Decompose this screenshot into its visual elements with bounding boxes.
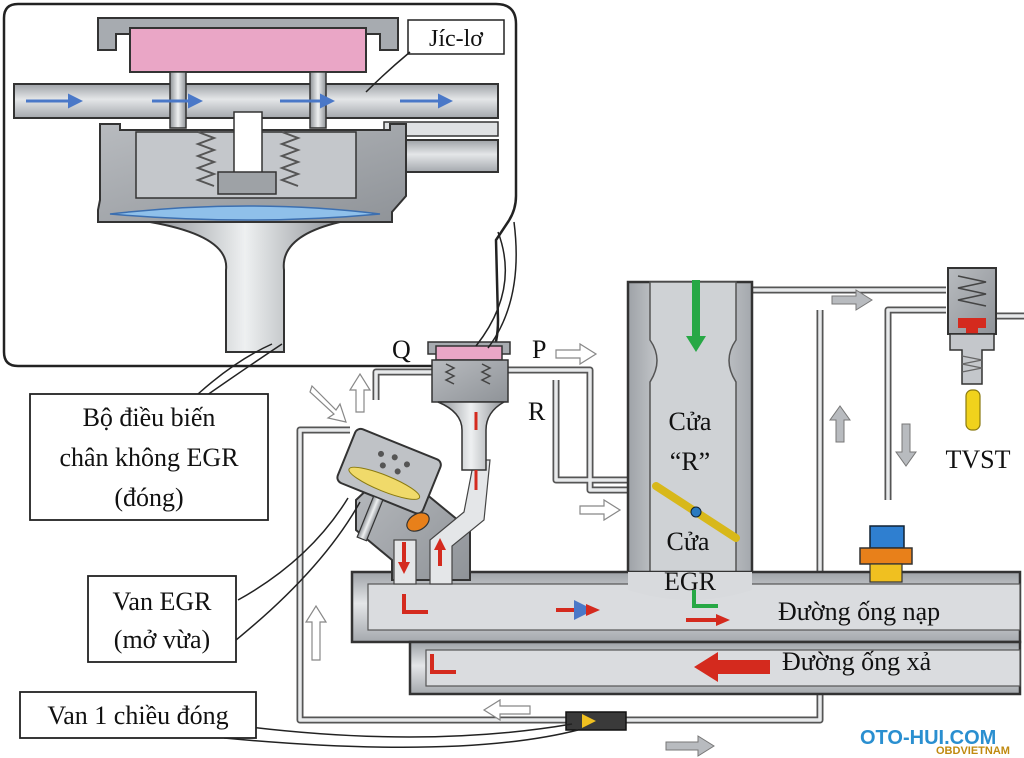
egr-diaphragm-housing: [336, 427, 442, 542]
detail-spring-left: [195, 131, 217, 187]
detail-plunger-base: [217, 171, 277, 195]
detail-pink-diaphragm: [129, 27, 367, 73]
egr-valve-callout-line2: (mở vừa): [114, 625, 210, 654]
jiclo-label-box: [407, 19, 505, 55]
port-q-label: Q: [392, 335, 411, 364]
port-r-name-line1: Cửa: [669, 407, 712, 436]
egr-valve-callout-box: [87, 575, 237, 663]
check-valve-callout: Van 1 chiều đóng: [47, 701, 228, 730]
detail-plunger: [233, 111, 263, 183]
modulator-callout-line3: (đóng): [114, 483, 183, 512]
intake-manifold-label: Đường ống nạp: [778, 597, 940, 626]
port-r-label: R: [528, 397, 546, 426]
detail-diaphragm: [109, 205, 381, 221]
port-r-name-line2: “R”: [670, 447, 710, 476]
air-flow-arrow-down: [686, 280, 706, 352]
flow-arrows: [304, 280, 917, 757]
tvst-thermo-element: [965, 389, 981, 431]
port-egr-name-line1: Cửa: [667, 527, 710, 556]
port-egr-name-line2: EGR: [664, 567, 717, 596]
modulator-detail-callout: Jíc-lơ: [2, 2, 518, 368]
egr-passage-right: [429, 459, 491, 585]
egr-valve-plug: [406, 512, 430, 532]
jiclo-leader: [365, 51, 411, 93]
intake-sensor: [859, 525, 913, 583]
tvst-label: TVST: [946, 445, 1011, 474]
check-valve: [565, 711, 627, 731]
modulator-callout-box: [29, 393, 269, 521]
jiclo-label: Jíc-lơ: [429, 26, 483, 52]
exhaust-manifold-label: Đường ống xả: [782, 647, 932, 676]
port-p-label: P: [532, 335, 546, 364]
modulator-callout-line2: chân không EGR: [59, 443, 239, 472]
tvst-switch: [947, 267, 997, 431]
modulator-pink-diaphragm: [435, 345, 503, 361]
exhaust-flow-arrow: [694, 652, 770, 682]
detail-spring-right: [279, 131, 301, 187]
throttle-shaft: [690, 506, 702, 518]
watermark-sub: OBDVIETNAM: [936, 745, 1010, 757]
check-valve-callout-box: [19, 691, 257, 739]
modulator-callout-line1: Bộ điều biến: [83, 403, 216, 432]
egr-modulator: [427, 341, 511, 471]
egr-valve-callout-line1: Van EGR: [113, 587, 213, 616]
watermark-brand: OTO-HUI.COM: [860, 727, 996, 749]
